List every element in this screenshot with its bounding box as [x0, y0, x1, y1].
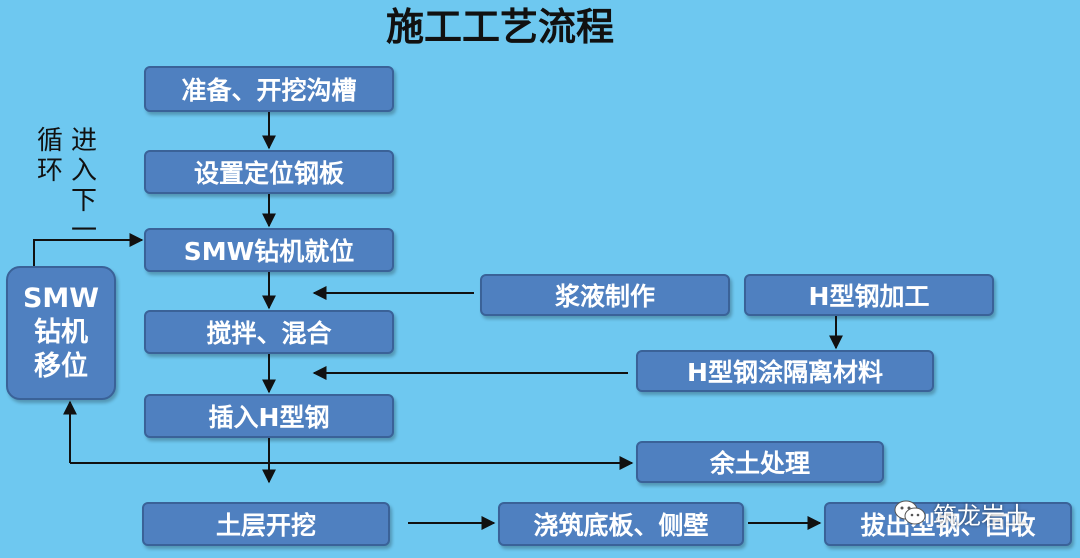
- step-insert-h-steel: 插入H型钢: [144, 394, 394, 438]
- step-excavate: 土层开挖: [142, 502, 390, 546]
- step-extract-steel: 拔出型钢、回收: [824, 502, 1072, 546]
- step-positioning-plate: 设置定位钢板: [144, 150, 394, 194]
- rig-move-line-2: 钻机: [34, 317, 88, 348]
- step-h-steel-fabrication: H型钢加工: [744, 274, 994, 316]
- side-note-left: 循环: [36, 126, 63, 186]
- wechat-icon: [894, 500, 926, 525]
- step-h-steel-coating: H型钢涂隔离材料: [636, 350, 934, 392]
- rig-move-line-1: SMW: [22, 283, 100, 314]
- step-pour-slab: 浇筑底板、侧壁: [498, 502, 744, 546]
- page-title: 施工工艺流程: [385, 5, 614, 49]
- watermark: 筑龙岩土: [893, 496, 1029, 530]
- step-rig-in-place: SMW钻机就位: [144, 228, 394, 272]
- step-spoil-disposal: 余土处理: [636, 441, 884, 483]
- watermark-text: 筑龙岩土: [933, 501, 1029, 530]
- step-slurry: 浆液制作: [480, 274, 730, 316]
- side-note-right: 进入下一: [70, 126, 97, 246]
- rig-move-line-3: 移位: [34, 351, 88, 382]
- step-rig-move: SMW 钻机 移位: [6, 266, 116, 400]
- step-prepare: 准备、开挖沟槽: [144, 66, 394, 112]
- arrow-cycle-to-rig: [33, 233, 144, 266]
- step-mix: 搅拌、混合: [144, 310, 394, 354]
